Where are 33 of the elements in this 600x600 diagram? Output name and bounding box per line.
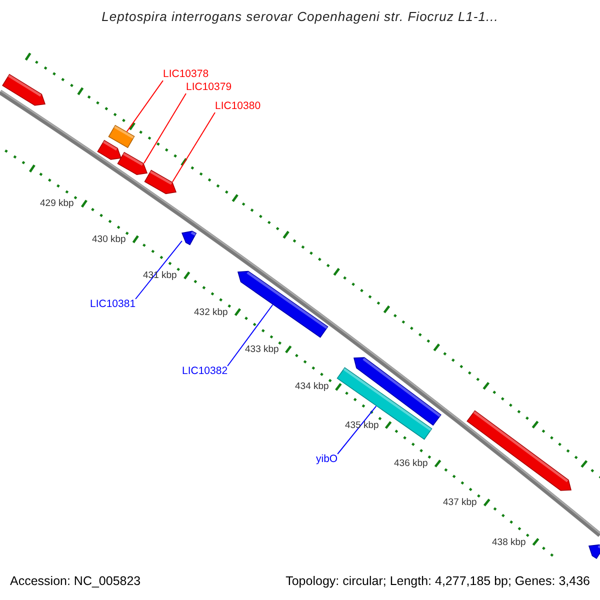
position-label: 432 kbp bbox=[194, 308, 228, 318]
gene-feature bbox=[144, 170, 177, 194]
map-title: Leptospira interrogans serovar Copenhageni str. Fiocruz L1-1... bbox=[100, 10, 500, 24]
gene-feature bbox=[97, 140, 122, 160]
leader-line bbox=[135, 240, 182, 300]
leader-line bbox=[337, 406, 377, 454]
gene-name-label: LIC10382 bbox=[182, 366, 228, 378]
position-label: 429 kbp bbox=[40, 199, 74, 210]
leader-line bbox=[144, 93, 186, 164]
position-label: 436 kbp bbox=[394, 459, 428, 470]
gene-name-label: LIC10380 bbox=[215, 101, 261, 113]
gene-feature bbox=[588, 544, 600, 560]
leader-line bbox=[227, 304, 274, 366]
gene-feature bbox=[181, 230, 197, 246]
gene-block bbox=[108, 124, 135, 148]
gene-feature bbox=[466, 410, 572, 491]
position-label: 434 kbp bbox=[295, 382, 329, 392]
position-label: 433 kbp bbox=[245, 345, 279, 356]
gene-name-label: LIC10381 bbox=[90, 299, 136, 311]
position-label: 438 kbp bbox=[492, 538, 526, 548]
gene-block bbox=[336, 367, 432, 440]
gene-name-label: yibO bbox=[316, 454, 338, 466]
position-label: 435 kbp bbox=[345, 421, 379, 432]
gene-name-label: LIC10379 bbox=[186, 82, 232, 94]
gene-feature bbox=[117, 152, 148, 176]
accession-text: Accession: NC_005823 bbox=[10, 575, 141, 589]
position-label: 437 kbp bbox=[443, 498, 477, 508]
gene-feature bbox=[2, 74, 46, 106]
position-label: 430 kbp bbox=[92, 235, 126, 246]
leader-line bbox=[126, 80, 164, 132]
gene-name-label: LIC10378 bbox=[163, 69, 209, 81]
leader-line bbox=[172, 112, 216, 182]
gene-feature bbox=[237, 270, 328, 338]
